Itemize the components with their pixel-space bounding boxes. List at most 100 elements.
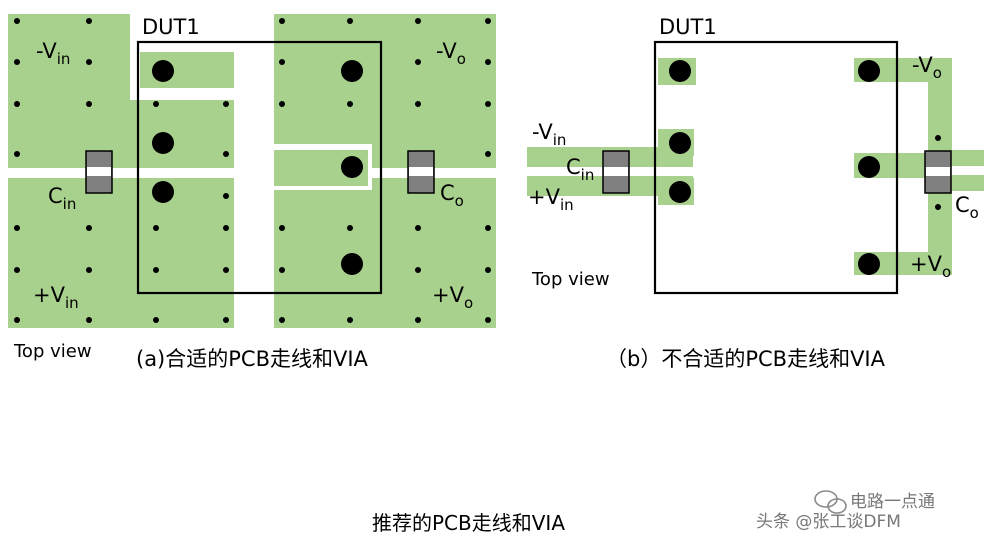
via — [347, 18, 353, 24]
via — [485, 267, 491, 273]
right-vo-pos-label: +Vo — [910, 252, 951, 281]
via — [347, 225, 353, 231]
right-vo-bus-upper — [928, 58, 952, 166]
left-co-label: Co — [440, 181, 464, 210]
left-dut-outline — [136, 40, 383, 295]
right-dut-label: DUT1 — [659, 15, 717, 39]
via — [86, 225, 92, 231]
via — [415, 267, 421, 273]
via — [341, 253, 363, 275]
via — [415, 59, 421, 65]
via — [485, 18, 491, 24]
via — [223, 225, 229, 231]
via — [14, 151, 20, 157]
watermark: 电路一点通 头条 @张工谈DFM — [756, 490, 935, 532]
via — [86, 317, 92, 323]
left-small-vias — [14, 18, 491, 323]
via — [86, 59, 92, 65]
via — [415, 225, 421, 231]
left-vin-neg-plane — [8, 14, 130, 168]
left-vo-neg-label: -Vo — [436, 39, 466, 68]
right-co-capacitor — [924, 150, 952, 194]
via — [223, 151, 229, 157]
right-copper — [527, 58, 984, 275]
via — [669, 181, 691, 203]
via — [485, 151, 491, 157]
via — [223, 193, 229, 199]
via — [152, 60, 174, 82]
via — [152, 181, 174, 203]
right-small-vias — [935, 135, 941, 210]
via — [279, 267, 285, 273]
via — [341, 156, 363, 178]
left-vin-neg-label: -Vin — [36, 39, 70, 68]
right-vin-neg-label: -Vin — [532, 120, 566, 149]
left-vo-pos-label: +Vo — [432, 283, 473, 312]
left-vin-pos-plane — [8, 178, 234, 328]
via — [14, 267, 20, 273]
right-vin-pos-label: +Vin — [528, 185, 574, 214]
right-caption: （b）不合适的PCB走线和VIA — [606, 347, 886, 371]
via — [485, 101, 491, 107]
left-view-label: Top view — [13, 341, 92, 362]
via — [86, 18, 92, 24]
via — [153, 101, 159, 107]
via — [153, 225, 159, 231]
right-dut-vias — [669, 60, 880, 275]
figure-title: 推荐的PCB走线和VIA — [372, 511, 565, 535]
left-co-capacitor — [407, 150, 435, 194]
right-panel: DUT1 -Vin Cin +Vin -Vo Co +Vo Top view （… — [527, 15, 984, 371]
via — [279, 225, 285, 231]
via — [153, 267, 159, 273]
via — [485, 317, 491, 323]
left-vin-pos-label: +Vin — [33, 283, 79, 312]
right-cin-label: Cin — [566, 155, 594, 184]
left-vo-pos-plane — [274, 190, 496, 328]
via — [279, 317, 285, 323]
left-vo-neg-plane — [274, 14, 496, 144]
via — [223, 317, 229, 323]
via — [279, 18, 285, 24]
via — [935, 135, 941, 141]
via — [347, 101, 353, 107]
via — [152, 132, 174, 154]
left-cin-label: Cin — [48, 184, 76, 213]
right-vo-neg-label: -Vo — [912, 53, 942, 82]
via — [14, 59, 20, 65]
watermark-source: 头条 @张工谈DFM — [756, 512, 901, 532]
right-co-label: Co — [955, 193, 979, 222]
via — [415, 317, 421, 323]
left-vin-neg-plane-strip — [130, 100, 234, 168]
via — [223, 101, 229, 107]
right-cin-capacitor — [602, 150, 630, 194]
via — [223, 267, 229, 273]
via — [14, 101, 20, 107]
watermark-brand: 电路一点通 — [850, 492, 935, 512]
via — [341, 60, 363, 82]
right-view-label: Top view — [531, 269, 610, 290]
via — [858, 253, 880, 275]
via — [86, 267, 92, 273]
via — [858, 60, 880, 82]
wechat-icon — [814, 490, 847, 514]
left-dut-label: DUT1 — [142, 15, 200, 39]
left-panel: DUT1 -Vin +Vin -Vo +Vo Cin Co Top view (… — [8, 14, 496, 371]
left-copper — [8, 14, 496, 328]
via — [14, 18, 20, 24]
right-dut-outline — [653, 40, 899, 295]
left-dut-vias — [152, 60, 363, 275]
via — [935, 204, 941, 210]
via — [14, 225, 20, 231]
via — [669, 132, 691, 154]
via — [86, 101, 92, 107]
left-caption: (a)合适的PCB走线和VIA — [136, 347, 369, 371]
via — [347, 317, 353, 323]
via — [415, 18, 421, 24]
via — [669, 60, 691, 82]
left-cin-capacitor — [85, 150, 113, 194]
via — [279, 59, 285, 65]
via — [279, 101, 285, 107]
via — [485, 225, 491, 231]
via — [415, 101, 421, 107]
